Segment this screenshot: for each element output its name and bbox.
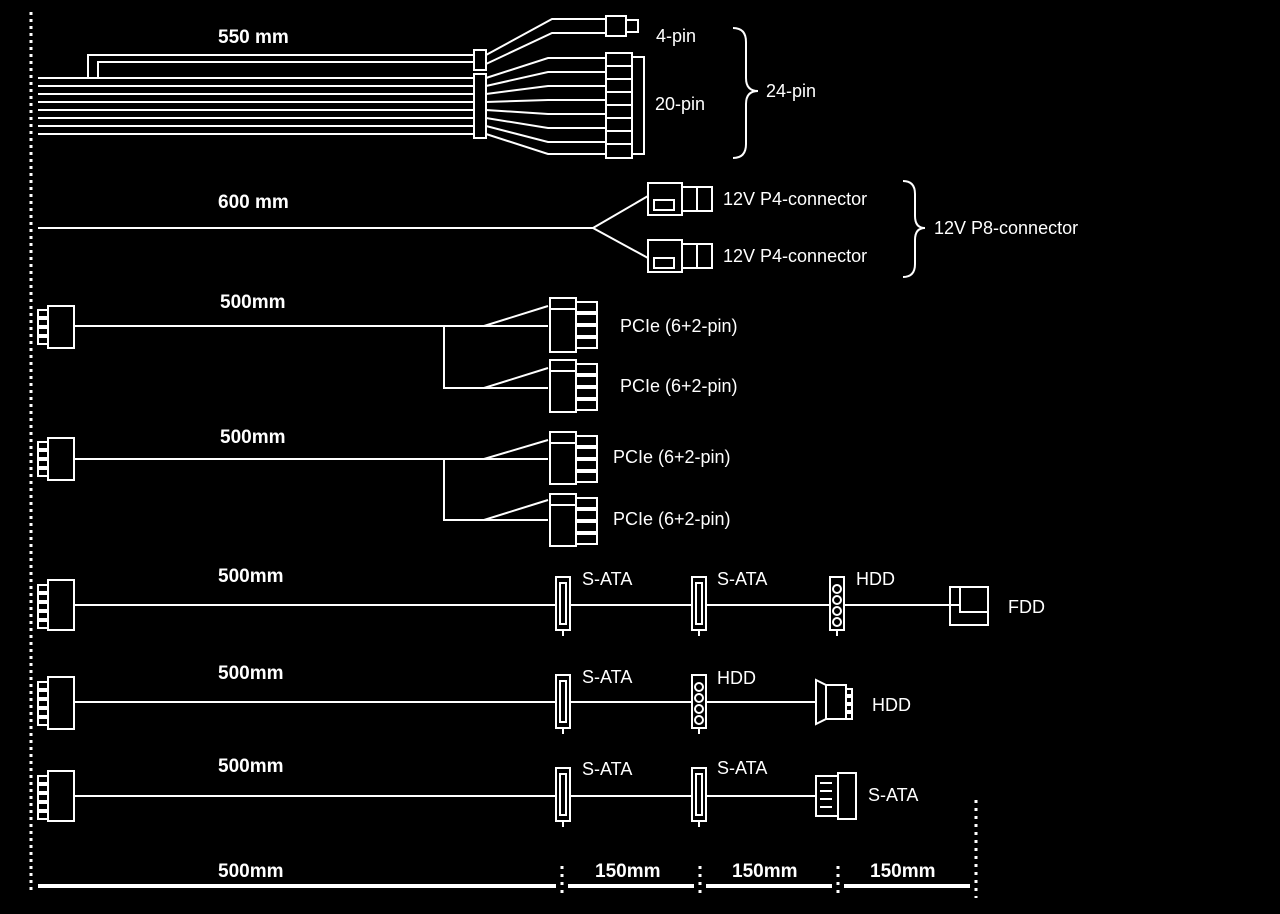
- periph2-length-label: 500mm: [218, 663, 284, 684]
- pcie1-psu-plug: [37, 305, 75, 349]
- scale-label-150-c: 150mm: [870, 861, 936, 882]
- periph2-sata-1: [555, 674, 571, 734]
- periph1-label-end: FDD: [1008, 597, 1045, 617]
- scale-label-500: 500mm: [218, 861, 284, 882]
- periph3-sata-1: [555, 767, 571, 827]
- atx-cable: [38, 15, 759, 159]
- periph2-hdd-molex: [691, 674, 707, 734]
- pcie1-connector-a: [549, 297, 598, 353]
- periph1-hdd-molex: [829, 576, 845, 636]
- atx-4pin-fanout: [485, 18, 606, 65]
- periph3-length-label: 500mm: [218, 756, 284, 777]
- eps-length-label: 600 mm: [218, 192, 289, 213]
- eps-p8-brace: [902, 180, 926, 278]
- eps-p4-bottom-label: 12V P4-connector: [723, 246, 867, 266]
- peripheral-cable-2: [37, 674, 853, 734]
- pcie1-label-a: PCIe (6+2-pin): [620, 316, 738, 336]
- eps-p4-connector-top: [647, 182, 713, 216]
- pcie-cable-1: [37, 297, 598, 413]
- eps-cable: [38, 180, 926, 278]
- atx-4pin-clip: [473, 49, 487, 71]
- periph1-label-2: S-ATA: [717, 569, 767, 589]
- periph2-label-1: S-ATA: [582, 667, 632, 687]
- periph3-psu-plug: [37, 770, 75, 822]
- periph3-label-end: S-ATA: [868, 785, 918, 805]
- periph1-sata-2: [691, 576, 707, 636]
- eps-p8-label: 12V P8-connector: [934, 218, 1078, 238]
- pcie2-connector-a: [549, 431, 598, 485]
- pcie2-split: [443, 439, 549, 521]
- eps-p4-connector-bottom: [647, 239, 713, 273]
- periph3-label-1: S-ATA: [582, 759, 632, 779]
- atx-24pin-brace: [732, 27, 759, 159]
- atx-4pin-connector: [605, 15, 639, 37]
- eps-p4-top-label: 12V P4-connector: [723, 189, 867, 209]
- pcie1-label-b: PCIe (6+2-pin): [620, 376, 738, 396]
- pcie1-split: [443, 305, 549, 389]
- periph1-fdd-connector: [949, 586, 989, 626]
- length-scale-bar: [38, 800, 978, 898]
- eps-split: [592, 195, 649, 259]
- scale-label-150-b: 150mm: [732, 861, 798, 882]
- atx-20pin-connector: [605, 52, 645, 159]
- periph2-psu-plug: [37, 676, 75, 730]
- peripheral-cable-3: [37, 767, 857, 827]
- atx-20pin-clip: [473, 73, 487, 139]
- periph2-label-2: HDD: [717, 668, 756, 688]
- atx-20pin-fanout: [485, 57, 606, 155]
- periph1-psu-plug: [37, 579, 75, 631]
- periph1-sata-1: [555, 576, 571, 636]
- scale-label-150-a: 150mm: [595, 861, 661, 882]
- pcie2-label-a: PCIe (6+2-pin): [613, 447, 731, 467]
- pcie2-connector-b: [549, 493, 598, 547]
- atx-length-label: 550 mm: [218, 27, 289, 48]
- pcie1-connector-b: [549, 359, 598, 413]
- pcie2-length-label: 500mm: [220, 427, 286, 448]
- pcie2-label-b: PCIe (6+2-pin): [613, 509, 731, 529]
- pcie-cable-2: [37, 431, 598, 547]
- atx-20pin-wires: [38, 77, 474, 135]
- periph2-hdd-molex-end: [815, 678, 853, 726]
- periph1-length-label: 500mm: [218, 566, 284, 587]
- pcie2-psu-plug: [37, 437, 75, 481]
- periph3-sata-end: [815, 772, 857, 820]
- atx-4pin-wire-outer: [87, 54, 474, 78]
- periph1-label-3: HDD: [856, 569, 895, 589]
- text-labels: 550 mm 4-pin 20-pin 24-pin 600 mm 12V P4…: [218, 26, 1078, 882]
- peripheral-cable-1: [37, 576, 989, 636]
- atx-4pin-label: 4-pin: [656, 26, 696, 46]
- pcie1-length-label: 500mm: [220, 292, 286, 313]
- atx-4pin-wire-inner: [97, 61, 474, 78]
- periph3-label-2: S-ATA: [717, 758, 767, 778]
- periph2-label-end: HDD: [872, 695, 911, 715]
- atx-20pin-label: 20-pin: [655, 94, 705, 114]
- periph1-label-1: S-ATA: [582, 569, 632, 589]
- atx-24pin-label: 24-pin: [766, 81, 816, 101]
- periph3-sata-2: [691, 767, 707, 827]
